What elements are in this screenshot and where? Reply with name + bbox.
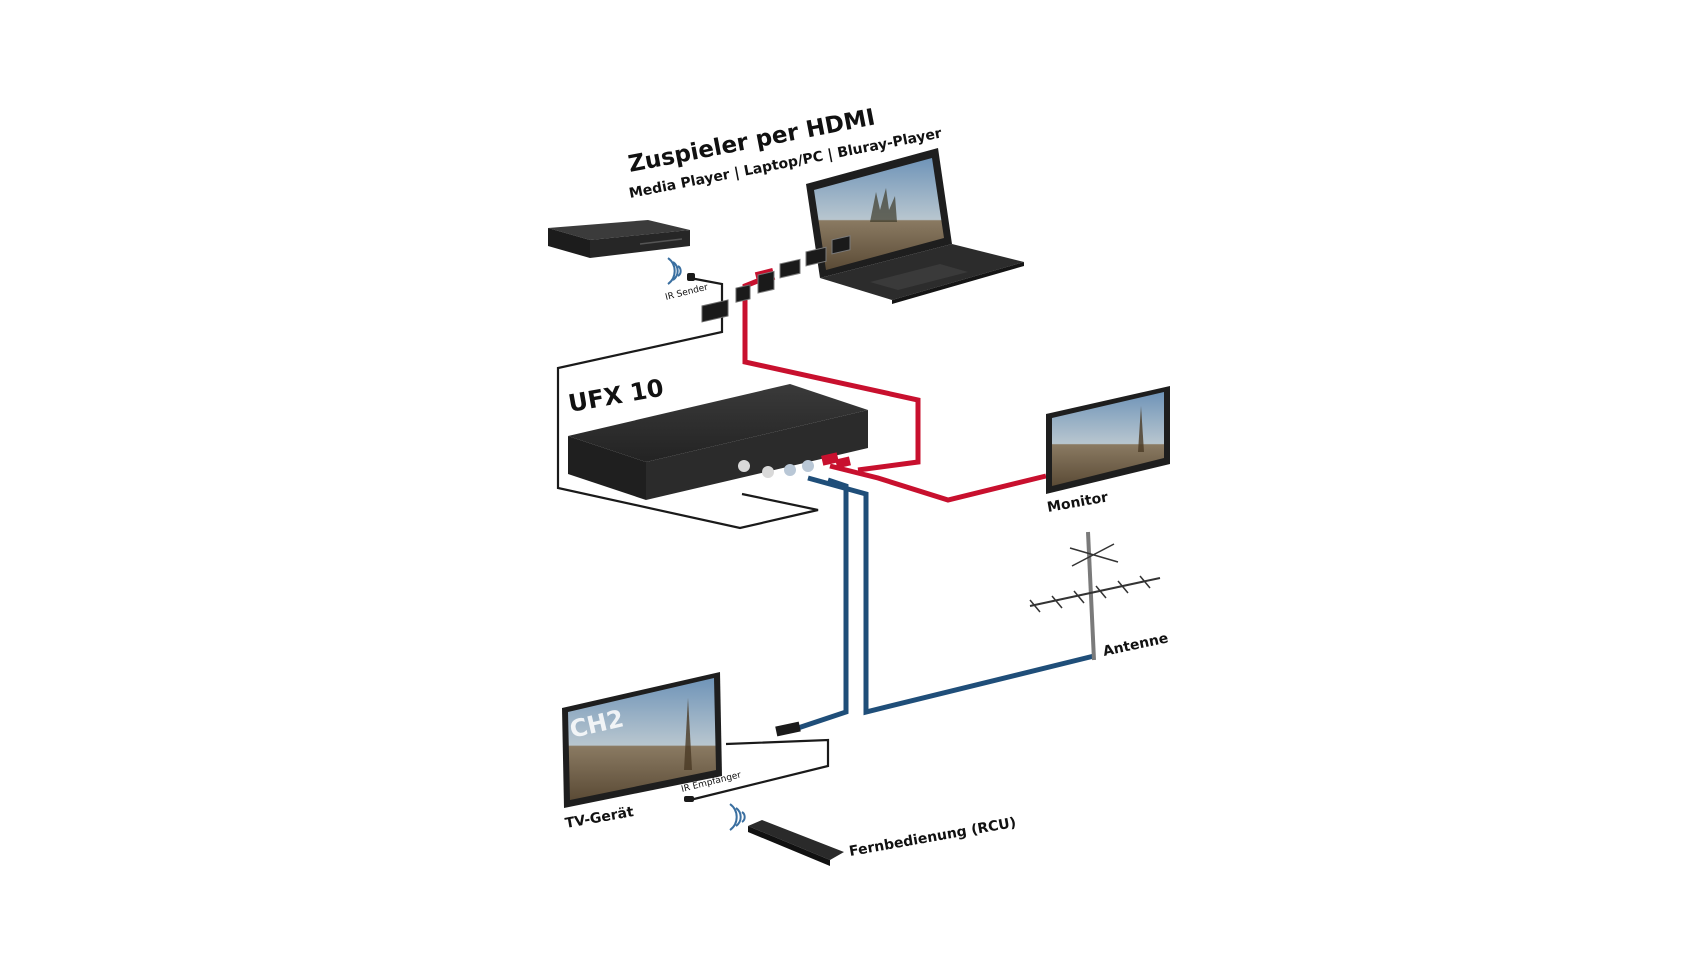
ir-sender-cable xyxy=(556,276,819,530)
tv-device: CH2 TV-Gerät xyxy=(562,672,801,832)
antenne-device: Antenne xyxy=(1029,531,1170,661)
antenne-label: Antenne xyxy=(1102,630,1170,659)
rcu-label: Fernbedienung (RCU) xyxy=(848,815,1017,860)
media-player-device xyxy=(548,220,690,258)
monitor-device: Monitor xyxy=(1046,386,1170,516)
monitor-label: Monitor xyxy=(1046,489,1109,515)
ufx-device: UFX 10 xyxy=(566,235,868,500)
tv-label: TV-Gerät xyxy=(564,804,635,832)
coax-cable-tv xyxy=(797,477,849,731)
laptop-device xyxy=(754,148,1024,304)
hdmi-cable-monitor xyxy=(829,463,1047,503)
ir-receiver-cable xyxy=(689,738,830,802)
coax-cable-antenne xyxy=(807,475,1095,716)
remote-control-device: Fernbedienung (RCU) xyxy=(729,803,1017,866)
ir-sender-label: IR Sender xyxy=(664,283,709,303)
rcu-ir-waves-icon xyxy=(729,803,746,831)
ufx-label: UFX 10 xyxy=(566,374,666,418)
ir-sender-waves-icon xyxy=(667,257,682,285)
